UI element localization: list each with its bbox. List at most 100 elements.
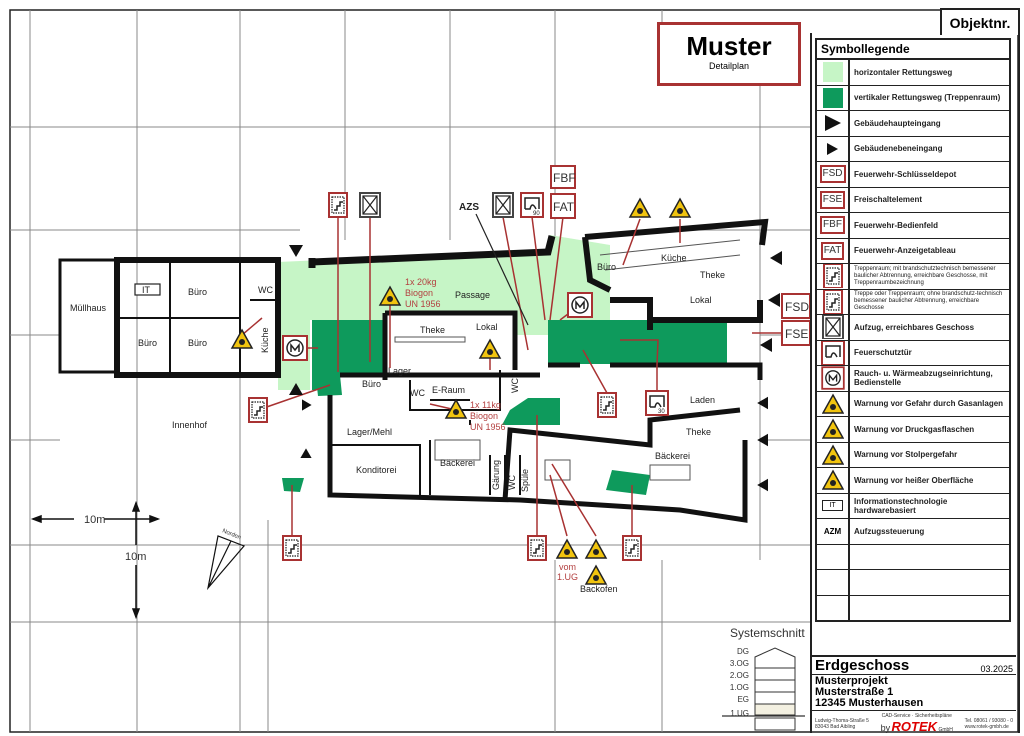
smoke-vent-icon [567, 292, 593, 318]
backofen-label: Backofen [580, 584, 618, 594]
svg-text:FAT: FAT [553, 200, 575, 214]
room-label: IT [142, 285, 151, 295]
fsd-icon: FSD [781, 293, 811, 319]
room-label: Müllhaus [70, 303, 107, 313]
room-label: Konditorei [356, 465, 397, 475]
floor-label: DG [737, 647, 749, 656]
stair-open-icon [248, 397, 268, 423]
svg-text:Biogon: Biogon [470, 411, 498, 421]
fire-door-icon: 90 [520, 192, 544, 218]
warning-gas-icon [556, 539, 578, 559]
plan-subtitle: Detailplan [708, 61, 750, 71]
room-label: Büro [138, 338, 157, 348]
floor-name: Erdgeschoss [815, 657, 910, 674]
stair-room-icon [597, 392, 617, 418]
legend-item: Treppe oder Treppenraum; ohne brandschut… [817, 289, 1009, 315]
fire-door-icon [820, 340, 845, 365]
svg-text:UN 1956: UN 1956 [470, 422, 506, 432]
svg-text:UN 1956: UN 1956 [405, 299, 441, 309]
legend-item: Treppenraum; mit brandschutztechnisch be… [817, 264, 1009, 290]
company-logo: ROTEK [891, 719, 938, 734]
plan-date: 03.2025 [980, 664, 1013, 674]
room-label: Laden [690, 395, 715, 405]
elevator-icon [359, 192, 381, 218]
gas-note-2: 1x 11kg Biogon UN 1956 [470, 400, 506, 432]
svg-text:90: 90 [533, 211, 540, 217]
legend-item: Warnung vor heißer Oberfläche [817, 468, 1009, 494]
legend-item: Rauch- u. Wärmeabzugseinrichtung, Bedien… [817, 366, 1009, 392]
elevator-icon [821, 315, 844, 340]
legend-item: Warnung vor Stolpergefahr [817, 442, 1009, 468]
fire-door-icon: 30 [645, 390, 669, 416]
scale-horizontal-label: 10m [84, 514, 105, 526]
floor-label: 1.OG [729, 683, 749, 692]
fse-icon: FSE [819, 190, 846, 209]
floor-label: 1.UG [730, 709, 749, 718]
warning-gas-icon [585, 539, 607, 559]
legend-item: Warnung vor Druckgasflaschen [817, 417, 1009, 443]
main-entrance-icon [824, 115, 841, 132]
floor-label: 2.OG [729, 671, 749, 680]
room-label: Bäckerei [440, 458, 475, 468]
stair-hatch-3 [606, 470, 650, 495]
room-label: Büro [188, 338, 207, 348]
room-label: WC [510, 378, 520, 393]
warning-hot-icon [585, 565, 607, 585]
stair-room-icon [822, 264, 843, 289]
warning-trip-icon [479, 339, 501, 359]
room-label: WC [410, 388, 425, 398]
warning-hot-icon [821, 470, 844, 490]
project-street: Musterstraße 1 [815, 686, 894, 698]
smoke-vent-icon [820, 366, 845, 390]
fsd-icon: FSD [819, 165, 846, 184]
room-label: Küche [260, 327, 270, 353]
fse-icon: FSE [781, 320, 811, 346]
legend-item: horizontaler Rettungsweg [817, 60, 1009, 86]
room-label: Spüle [520, 469, 530, 492]
stair-open-icon [527, 535, 547, 561]
stair-open-icon [282, 535, 302, 561]
gas-note-1: 1x 20kg Biogon UN 1956 [405, 277, 441, 309]
azm-icon: AZM [823, 526, 842, 536]
scale-vertical-label: 10m [125, 551, 146, 563]
fat-icon: FAT [550, 193, 576, 219]
dark-green-swatch-icon [822, 87, 843, 108]
room-label: Büro [362, 379, 381, 389]
object-number-label: Objektnr. [940, 8, 1020, 35]
room-label: Theke [686, 427, 711, 437]
legend-item: Gebäudehaupteingang [817, 111, 1009, 137]
room-label: Innenhof [172, 420, 208, 430]
stair-room-icon [328, 192, 348, 218]
room-label: Theke [420, 325, 445, 335]
room-label: WC [507, 475, 517, 490]
scale-bar [30, 500, 161, 620]
legend-empty-row [817, 544, 1009, 570]
warning-trip-icon [629, 198, 651, 218]
warning-pressure-icon [821, 419, 844, 439]
stair-hatch-4 [282, 478, 304, 492]
azs-leader [475, 213, 529, 326]
room-label: Küche [661, 253, 687, 263]
side-entrance-icon [827, 142, 838, 155]
room-label: Lager [388, 366, 411, 376]
room-label: Lager/Mehl [347, 427, 392, 437]
room-label: E-Raum [432, 385, 465, 395]
room-label: Lokal [476, 322, 498, 332]
legend-item: Aufzug, erreichbares Geschoss [817, 315, 1009, 341]
warning-trip-icon [821, 445, 844, 465]
stair-hatch-2 [502, 398, 560, 425]
svg-text:FSD: FSD [785, 300, 809, 314]
stair-open-icon [822, 289, 843, 314]
room-label: Bäckerei [655, 451, 690, 461]
building-walls [58, 218, 769, 523]
floor-label-current: EG [737, 695, 749, 704]
